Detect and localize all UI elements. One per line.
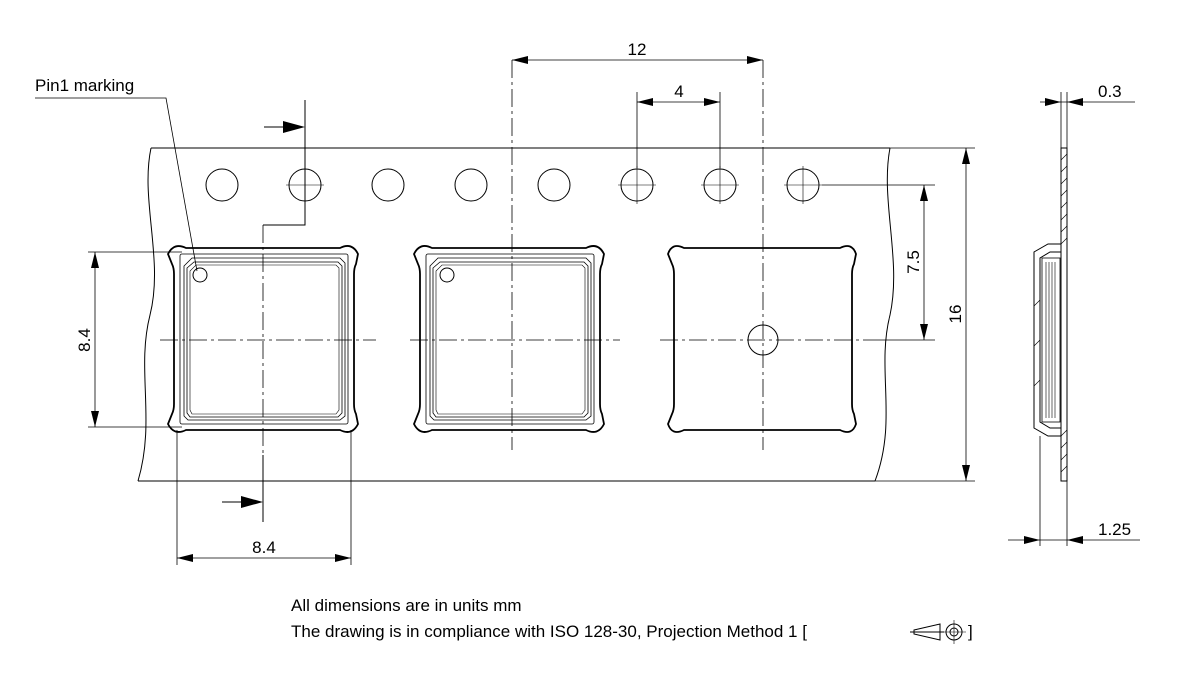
dimension-sprocket-pitch: 4 xyxy=(636,82,721,168)
pocket-with-part-2 xyxy=(413,245,605,433)
compliance-note: The drawing is in compliance with ISO 12… xyxy=(291,622,807,641)
dimension-pitch: 12 xyxy=(512,40,763,64)
side-section-view: 0.3 1.25 xyxy=(1008,82,1140,546)
sprocket-hole xyxy=(371,168,405,202)
dimension-hole-to-center: 7.5 xyxy=(822,184,935,341)
carrier-tape xyxy=(137,147,895,482)
dimension-tape-thickness-label: 0.3 xyxy=(1098,82,1122,101)
dimension-pocket-height-label: 8.4 xyxy=(75,328,94,352)
dimension-pocket-height: 8.4 xyxy=(75,251,182,428)
pin1-dot xyxy=(192,267,208,283)
compliance-note-end: ] xyxy=(968,622,973,641)
first-angle-projection-icon xyxy=(910,620,966,644)
dimension-tape-width-label: 16 xyxy=(946,305,965,324)
units-note: All dimensions are in units mm xyxy=(291,596,522,615)
sprocket-hole xyxy=(454,168,488,202)
drawing-notes: All dimensions are in units mm The drawi… xyxy=(291,596,973,644)
center-lines xyxy=(160,60,870,522)
pin1-dot xyxy=(439,267,455,283)
pin1-callout: Pin1 marking xyxy=(35,76,198,272)
dimension-hole-to-center-label: 7.5 xyxy=(904,250,923,274)
sprocket-hole xyxy=(205,168,239,202)
section-hatching xyxy=(1060,153,1068,473)
dimension-pitch-label: 12 xyxy=(628,40,647,59)
offset-arrows xyxy=(222,121,305,508)
pocket-with-part-1 xyxy=(167,245,359,433)
dimension-sprocket-pitch-label: 4 xyxy=(674,82,683,101)
dimension-tape-width: 16 xyxy=(875,147,975,482)
empty-pocket xyxy=(667,245,857,433)
pin1-marking-label: Pin1 marking xyxy=(35,76,134,95)
dimension-pocket-width-label: 8.4 xyxy=(252,538,276,557)
dimension-pocket-width: 8.4 xyxy=(176,430,352,565)
sprocket-holes xyxy=(205,166,822,204)
dimension-pocket-depth-label: 1.25 xyxy=(1098,520,1131,539)
sprocket-hole xyxy=(537,168,571,202)
